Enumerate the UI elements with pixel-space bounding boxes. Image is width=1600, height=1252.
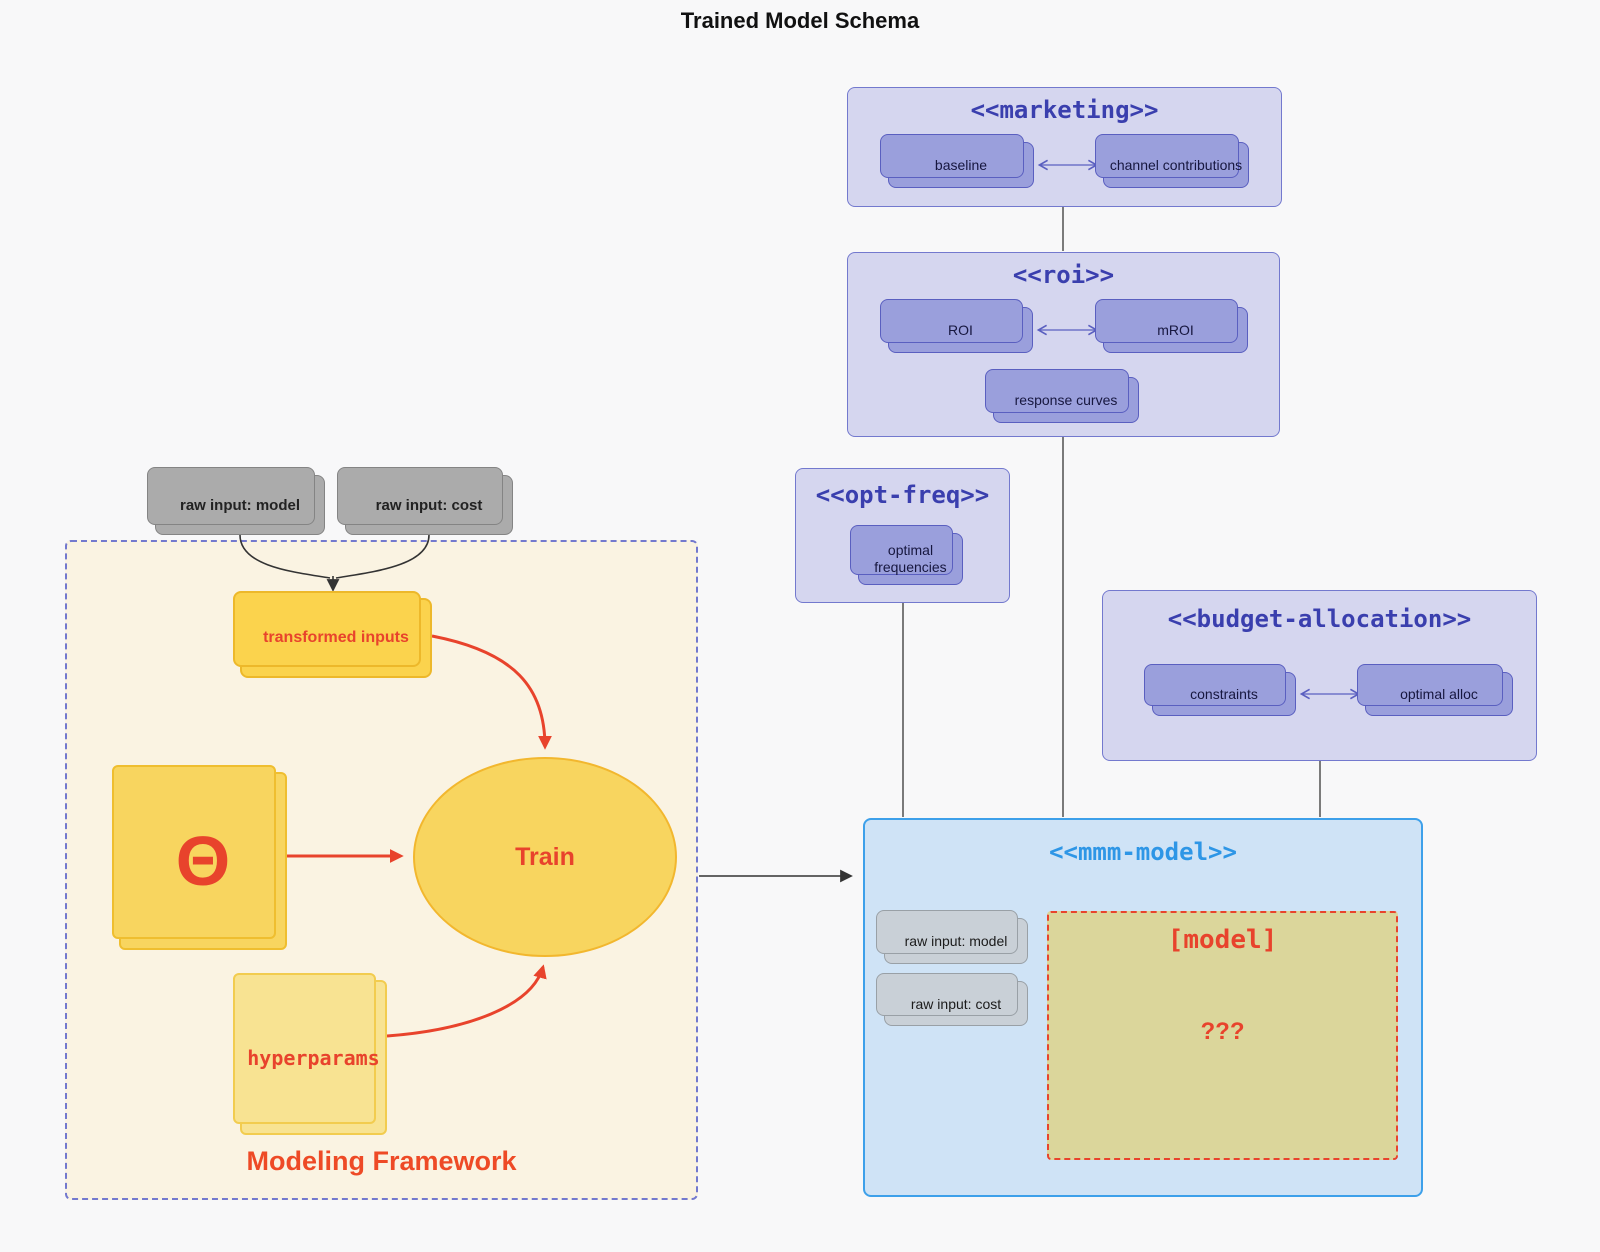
channel-contributions-node: channel contributions — [1095, 134, 1249, 188]
roi-label: ROI — [948, 322, 973, 338]
mmm-raw-input-cost-label: raw input: cost — [910, 995, 1002, 1012]
hyperparams-label: hyperparams — [247, 1045, 380, 1070]
raw-input-cost-label: raw input: cost — [375, 496, 483, 514]
optimal-alloc-node: optimal alloc — [1357, 664, 1513, 716]
mroi-label: mROI — [1157, 322, 1194, 338]
diagram-title: Trained Model Schema — [680, 8, 920, 33]
optimal-frequencies-label: optimal frequencies — [874, 541, 947, 576]
marketing-title: <<marketing>> — [970, 96, 1159, 124]
constraints-node: constraints — [1144, 664, 1296, 716]
channel-contributions-label: channel contributions — [1109, 157, 1243, 173]
mmm-model-title: <<mmm-model>> — [1049, 838, 1237, 866]
model-unknown-label: ??? — [1200, 1018, 1245, 1045]
mroi-node: mROI — [1095, 299, 1248, 353]
train-node: Train — [413, 757, 677, 957]
budget-allocation-title: <<budget-allocation>> — [1167, 605, 1472, 633]
opt-freq-title: <<opt-freq>> — [815, 481, 990, 509]
model-placeholder-box: [model] ??? — [1047, 911, 1398, 1160]
hyperparams-node: hyperparams — [233, 973, 387, 1135]
train-label: Train — [515, 842, 575, 871]
mmm-raw-input-model-node: raw input: model — [876, 910, 1028, 964]
roi-node: ROI — [880, 299, 1033, 353]
theta-node: Θ — [112, 765, 287, 950]
optimal-alloc-label: optimal alloc — [1400, 686, 1478, 702]
optimal-frequencies-node: optimal frequencies — [850, 525, 963, 585]
theta-label: Θ — [175, 822, 231, 900]
model-placeholder-label: [model] — [1167, 925, 1278, 955]
transformed-inputs-label: transformed inputs — [263, 629, 409, 646]
modeling-framework-label: Modeling Framework — [246, 1146, 517, 1176]
raw-input-cost-node: raw input: cost — [337, 467, 513, 535]
roi-title: <<roi>> — [1012, 261, 1115, 289]
transformed-inputs-node: transformed inputs — [233, 591, 432, 678]
baseline-node: baseline — [880, 134, 1034, 188]
raw-input-model-node: raw input: model — [147, 467, 325, 535]
mmm-raw-input-model-label: raw input: model — [904, 933, 1008, 949]
response-curves-node: response curves — [985, 369, 1139, 423]
mmm-raw-input-cost-node: raw input: cost — [876, 973, 1028, 1026]
baseline-label: baseline — [934, 157, 988, 173]
response-curves-label: response curves — [1014, 392, 1118, 408]
raw-input-model-label: raw input: model — [180, 496, 300, 514]
constraints-label: constraints — [1190, 686, 1258, 702]
